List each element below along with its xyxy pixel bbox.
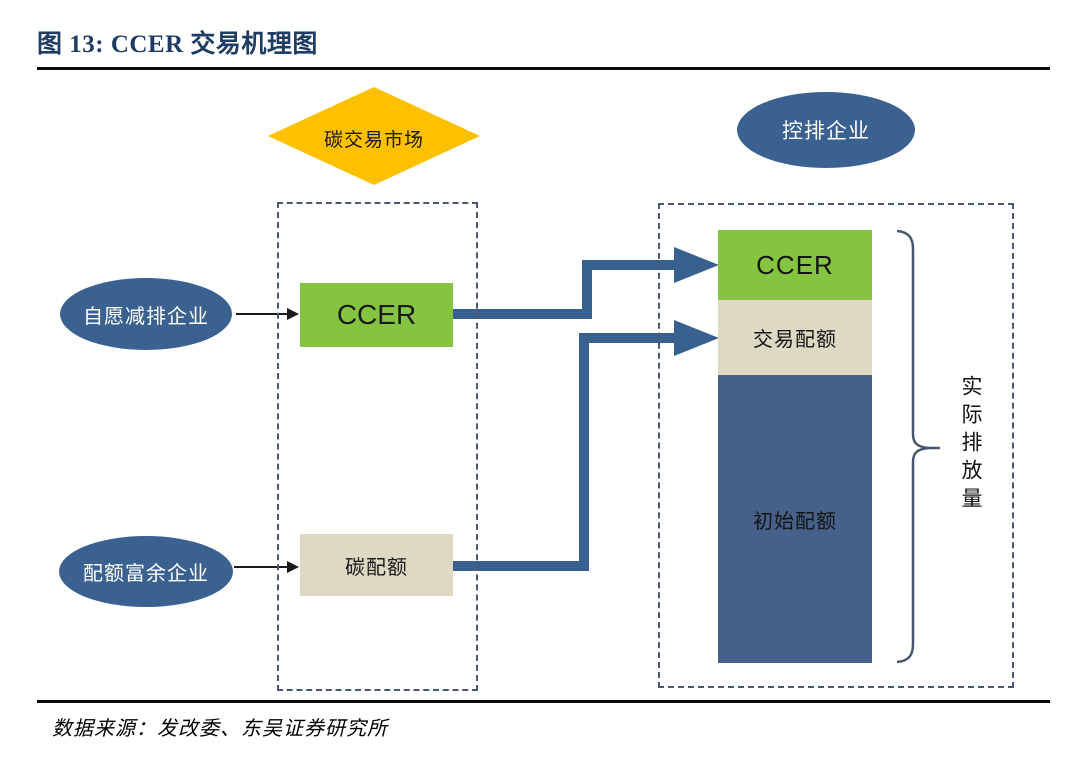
bar-segment-initial-quota: 初始配额 [718,375,872,663]
emissions-brace-icon [896,229,940,664]
node-voluntary-reduction-enterprise: 自愿减排企业 [60,278,232,350]
actual-emissions-label: 实际排放量 [959,375,982,515]
bar-segment-traded-quota: 交易配额 [718,300,872,375]
connector-ccer-to-bar [453,260,676,319]
connector-quota-to-bar [453,333,676,571]
title-rule [37,67,1050,70]
arrowhead-quota-icon [674,320,719,356]
arrowhead-voluntary-icon [287,308,299,320]
emissions-bar: CCER 交易配额 初始配额 [718,230,872,663]
controlled-enterprise-boundary [658,203,1014,688]
carbon-market-boundary [277,202,478,691]
data-source-caption: 数据来源：发改委、东吴证券研究所 [52,718,388,740]
ccer-box: CCER [300,283,453,347]
market-diamond-icon [268,87,480,185]
bar-segment-ccer: CCER [718,230,872,300]
market-diamond-label: 碳交易市场 [323,130,424,151]
node-controlled-enterprise: 控排企业 [737,92,915,168]
arrowhead-ccer-icon [674,247,719,283]
carbon-quota-box: 碳配额 [300,534,453,596]
node-quota-surplus-enterprise: 配额富余企业 [59,536,233,607]
arrowhead-surplus-icon [287,561,299,573]
footer-rule [37,700,1050,703]
figure-title: 图 13: CCER 交易机理图 [37,31,318,58]
